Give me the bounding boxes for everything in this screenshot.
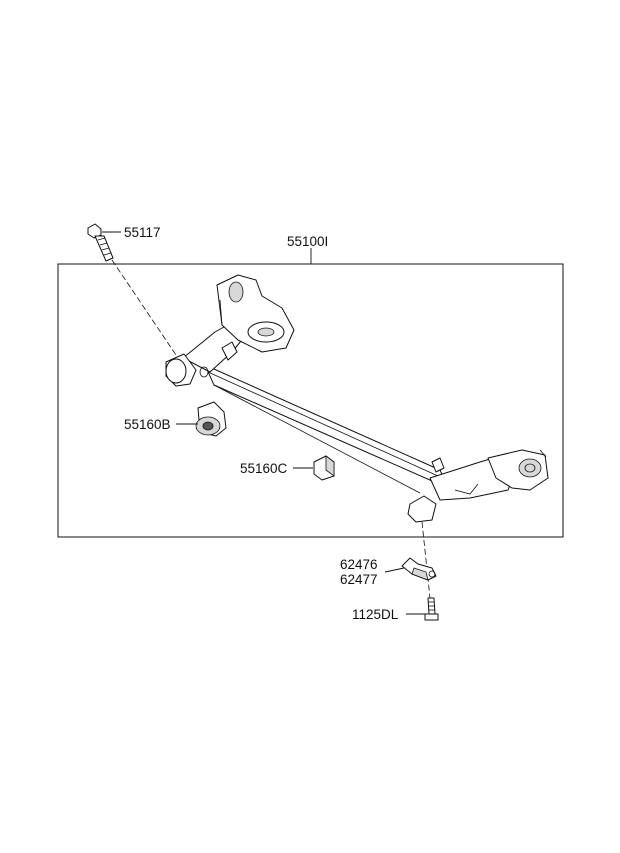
bracket-axis-line bbox=[421, 521, 431, 599]
label-55160B[interactable]: 55160B bbox=[124, 417, 171, 432]
label-55117[interactable]: 55117 bbox=[124, 225, 161, 240]
torsion-beam-axle-icon[interactable] bbox=[165, 274, 549, 523]
label-62477[interactable]: 62477 bbox=[340, 572, 378, 587]
bolt-axis-line bbox=[111, 259, 179, 359]
label-1125DL[interactable]: 1125DL bbox=[352, 607, 399, 622]
assembly-frame bbox=[57, 263, 564, 538]
bolt-55117-icon[interactable] bbox=[87, 223, 114, 262]
label-55100I[interactable]: 55100I bbox=[287, 234, 328, 249]
bushing-55160b-icon[interactable] bbox=[195, 401, 227, 437]
bracket-leader bbox=[384, 567, 405, 573]
label-55160C[interactable]: 55160C bbox=[240, 461, 288, 476]
bolt-1125dl-icon[interactable] bbox=[424, 597, 439, 621]
stopper-55160c-icon[interactable] bbox=[313, 455, 335, 481]
label-62476[interactable]: 62476 bbox=[340, 557, 378, 572]
bracket-62476-icon[interactable] bbox=[401, 557, 437, 581]
